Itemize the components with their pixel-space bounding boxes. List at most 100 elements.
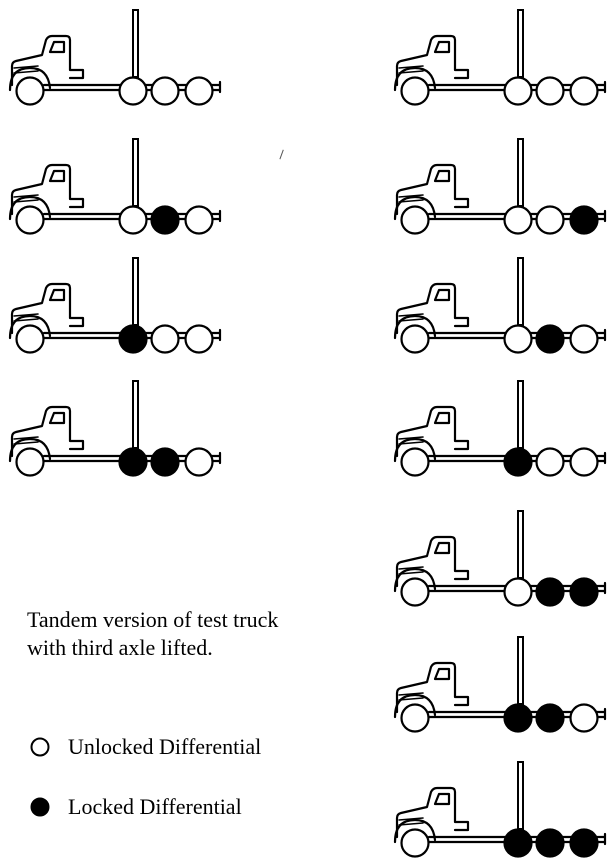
cab-front-lines <box>13 194 39 203</box>
cab-front-lines <box>398 313 424 322</box>
cab-body <box>395 163 470 216</box>
cab-window <box>48 411 66 425</box>
steer-wheel <box>15 205 45 235</box>
cab-window <box>433 411 451 425</box>
cab-window <box>433 541 451 555</box>
cab-front-lines <box>13 313 39 322</box>
steer-wheel <box>400 577 430 607</box>
truck-right-2 <box>393 138 607 235</box>
drive-axle-wheel-2-unlocked <box>535 205 565 235</box>
drive-axle-wheel-2-locked <box>535 577 565 607</box>
cab-body <box>395 661 470 714</box>
exhaust-stack <box>517 9 524 78</box>
exhaust-stack <box>517 380 524 449</box>
cab-front-lines <box>398 566 424 575</box>
cab-front-lines <box>398 194 424 203</box>
third-axle-wheel-unlocked <box>569 76 599 106</box>
exhaust-stack <box>132 380 139 449</box>
exhaust-stack <box>517 761 524 830</box>
drive-axle-wheel-1-locked <box>503 447 533 477</box>
front-fender <box>393 818 437 844</box>
steer-wheel <box>15 324 45 354</box>
legend-locked-label: Locked Differential <box>68 794 242 819</box>
steer-wheel <box>400 828 430 858</box>
cab-front-lines <box>398 817 424 826</box>
cab-window <box>48 169 66 183</box>
front-fender <box>393 195 437 221</box>
steer-wheel <box>400 447 430 477</box>
cab-body <box>395 405 470 458</box>
drive-axle-wheel-1-unlocked <box>503 205 533 235</box>
drive-axle-wheel-1-unlocked <box>503 577 533 607</box>
drive-axle-wheel-1-unlocked <box>118 76 148 106</box>
truck-right-3 <box>393 257 607 354</box>
third-axle-wheel-locked <box>569 205 599 235</box>
exhaust-stack <box>132 9 139 78</box>
third-axle-wheel-unlocked <box>184 76 214 106</box>
drive-axle-wheel-1-locked <box>118 447 148 477</box>
drive-axle-wheel-1-unlocked <box>118 205 148 235</box>
steer-wheel <box>15 76 45 106</box>
steer-wheel <box>400 205 430 235</box>
drive-axle-wheel-2-unlocked <box>535 76 565 106</box>
third-axle-wheel-unlocked <box>184 205 214 235</box>
drive-axle-wheel-2-locked <box>150 205 180 235</box>
third-axle-wheel-unlocked <box>569 324 599 354</box>
cab-window <box>48 40 66 54</box>
cab-front-lines <box>398 436 424 445</box>
cab-front-lines <box>398 65 424 74</box>
third-axle-wheel-unlocked <box>184 447 214 477</box>
left-truck-column <box>8 9 222 477</box>
caption-line-1: Tandem version of test truck <box>27 607 279 632</box>
drive-axle-wheel-2-locked <box>150 447 180 477</box>
front-fender <box>8 66 52 92</box>
front-fender <box>393 693 437 719</box>
cab-body <box>395 786 470 839</box>
steer-wheel <box>400 324 430 354</box>
cab-front-lines <box>398 692 424 701</box>
cab-body <box>395 34 470 87</box>
truck-left-1 <box>8 9 222 106</box>
drive-axle-wheel-1-unlocked <box>503 76 533 106</box>
drive-axle-wheel-1-locked <box>118 324 148 354</box>
locked-circle-icon <box>30 797 50 817</box>
drive-axle-wheel-2-locked <box>535 828 565 858</box>
drive-axle-wheel-1-locked <box>503 828 533 858</box>
cab-body <box>10 282 85 335</box>
drive-axle-wheel-2-unlocked <box>150 324 180 354</box>
legend-locked: Locked Differential <box>30 792 242 822</box>
drive-axle-wheel-1-locked <box>503 703 533 733</box>
drive-axle-wheel-1-unlocked <box>503 324 533 354</box>
cab-window <box>433 169 451 183</box>
drive-axle-wheel-2-locked <box>535 324 565 354</box>
front-fender <box>393 567 437 593</box>
unlocked-circle-icon <box>30 737 50 757</box>
legend-unlocked-label: Unlocked Differential <box>68 734 262 759</box>
truck-left-3 <box>8 257 222 354</box>
cab-body <box>395 282 470 335</box>
cab-front-lines <box>13 436 39 445</box>
truck-right-6 <box>393 636 607 733</box>
third-axle-wheel-locked <box>569 828 599 858</box>
steer-wheel <box>15 447 45 477</box>
truck-right-5 <box>393 510 607 607</box>
exhaust-stack <box>132 257 139 326</box>
cab-window <box>48 288 66 302</box>
cab-window <box>433 40 451 54</box>
cab-body <box>10 163 85 216</box>
third-axle-wheel-unlocked <box>569 447 599 477</box>
truck-left-2 <box>8 138 222 235</box>
steer-wheel <box>400 703 430 733</box>
third-axle-wheel-unlocked <box>569 703 599 733</box>
truck-right-7 <box>393 761 607 858</box>
exhaust-stack <box>517 636 524 705</box>
cab-body <box>10 34 85 87</box>
exhaust-stack <box>517 257 524 326</box>
cab-window <box>433 288 451 302</box>
front-fender <box>8 195 52 221</box>
right-truck-column <box>393 9 607 858</box>
steer-wheel <box>400 76 430 106</box>
truck-left-4 <box>8 380 222 477</box>
caption-line-2: with third axle lifted. <box>27 635 213 660</box>
